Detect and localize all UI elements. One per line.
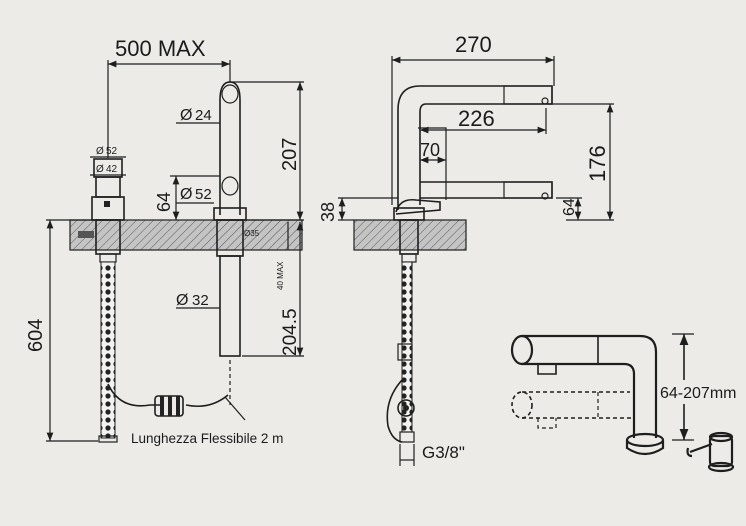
countertop-section-left: [69, 219, 303, 251]
dim-207: 207: [279, 138, 301, 171]
dim-diam-42: 42: [106, 164, 118, 175]
dim-226: 226: [458, 106, 495, 131]
dim-40-max: 40 MAX: [276, 261, 285, 290]
dim-38: 38: [318, 202, 338, 222]
height-range: 64-207mm: [660, 385, 736, 402]
dim-thread: G3/8": [422, 443, 465, 462]
hose-left: [100, 261, 116, 439]
diameter-symbol: Ø: [176, 292, 188, 309]
dim-64-left: 64: [154, 192, 174, 212]
countertop-section-right: [353, 219, 467, 251]
dim-270: 270: [455, 32, 492, 57]
hose-weight: [154, 395, 184, 417]
countertop-label-plate: [78, 231, 94, 238]
diameter-symbol: Ø: [96, 164, 104, 175]
front-view: 500 MAX Ø 24 Ø 52 Ø 42 Ø 52 Ø35 Ø 32 207…: [25, 36, 304, 446]
diameter-symbol: Ø: [180, 186, 192, 203]
diameter-symbol: Ø: [96, 146, 104, 157]
side-view: 270 226 70 176 38 64 G3/8": [318, 32, 614, 466]
dim-diam-32: 32: [192, 292, 209, 309]
diameter-symbol: Ø: [180, 107, 192, 124]
dim-204-5: 204.5: [280, 308, 301, 356]
dim-176: 176: [585, 145, 610, 182]
dim-reach-max: 500 MAX: [115, 36, 206, 61]
dim-64-right: 64: [561, 198, 578, 216]
flex-hose-path: [107, 383, 160, 407]
hose-length-caption: Lunghezza Flessibile 2 m: [131, 431, 283, 446]
dim-diam-24: 24: [195, 107, 212, 124]
dim-604: 604: [25, 319, 47, 352]
dim-diam-35: Ø35: [244, 229, 260, 238]
dim-diam-52-mid: 52: [195, 186, 212, 203]
dim-70: 70: [420, 140, 440, 160]
perspective-sketch: 64-207mm: [510, 333, 744, 473]
dim-diam-52-top: 52: [106, 146, 118, 157]
hose-weight-side: [397, 399, 415, 417]
side-valve: [91, 158, 125, 263]
